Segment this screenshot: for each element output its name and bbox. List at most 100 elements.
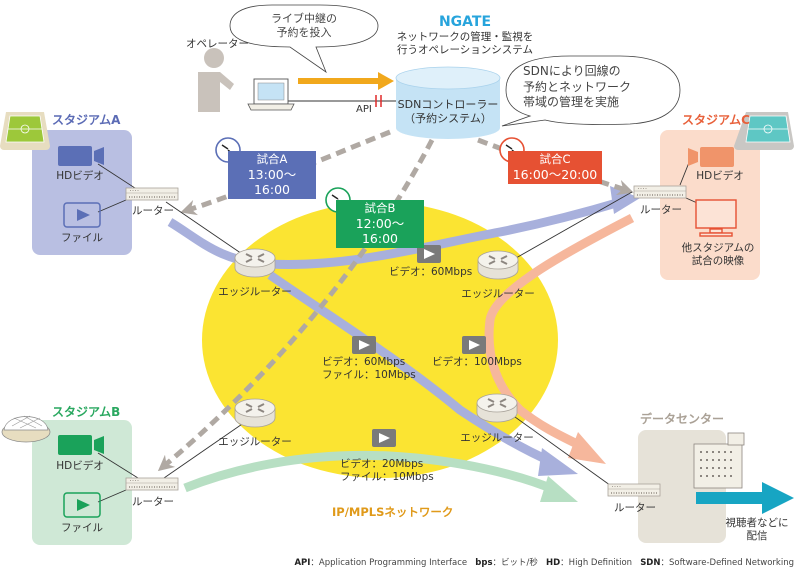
bubble-line: 帯域の管理を実施: [523, 95, 620, 110]
delivery-arrow: [696, 482, 794, 514]
edge-router-icon: [476, 393, 518, 423]
stadium-c-router-icon: [633, 185, 687, 199]
bubble-line: 予約を投入: [276, 26, 332, 40]
flow-a-to-dc-head: [538, 448, 578, 476]
stadium-c-router-label: ルーター: [640, 204, 682, 216]
monitor-line: 試合の映像: [691, 255, 745, 268]
glossary-abbr: API: [294, 558, 311, 568]
stadium-a-router-label: ルーター: [132, 205, 174, 217]
stadium-b-router-label: ルーター: [132, 496, 174, 508]
flow-a-to-dc-label: ビデオ：60Mbps ファイル：10Mbps: [322, 356, 416, 382]
flow-a-to-c-label: ビデオ：60Mbps: [389, 266, 473, 278]
api-marker: [375, 95, 382, 107]
stadium-a-file-icon: [63, 202, 101, 228]
datacenter-building-icon: [693, 432, 745, 489]
match-b-time: 12:00〜16:00: [355, 215, 405, 246]
flow-c-to-dc: [484, 214, 635, 452]
stadium-c-video-label: HDビデオ: [696, 170, 744, 182]
bubble-line: 予約とネットワーク: [523, 79, 632, 94]
datacenter-router-label: ルーター: [614, 502, 656, 514]
deliver-line: 配信: [746, 530, 768, 543]
datacenter-title: データセンター: [640, 412, 725, 426]
video-flow-icon: [352, 336, 376, 354]
ngate-title: NGATE: [438, 14, 492, 30]
stadium-c-field-icon: [734, 112, 794, 150]
flow-b-to-dc-head: [540, 476, 578, 502]
stadium-b-file-icon: [63, 492, 101, 518]
stadium-c-title: スタジアムC: [682, 113, 750, 127]
match-b-badge: 試合B 12:00〜16:00: [336, 200, 424, 248]
operator-input-arrow: [298, 72, 394, 90]
edge-router-icon: [477, 250, 519, 280]
stadium-c-camera-icon: [688, 147, 734, 167]
match-c-badge: 試合C 16:00〜20:00: [508, 151, 602, 184]
network-title: IP/MPLSネットワーク: [332, 505, 454, 519]
glossary-abbr: SDN: [640, 558, 661, 568]
api-label: API: [356, 104, 372, 115]
stadium-b-box: [32, 420, 132, 545]
stadium-b-title: スタジアムB: [52, 405, 121, 419]
stadium-a-router-icon: [125, 187, 179, 201]
edge-router-icon: [234, 398, 276, 428]
glossary-text: ：High Definition: [560, 558, 633, 568]
bubble-line: ライブ中継の: [271, 12, 337, 25]
controller-label: SDNコントローラー （予約システム）: [398, 98, 499, 126]
stadium-b-camera-icon: [58, 435, 104, 455]
bubble-line: SDNにより回線の: [523, 64, 621, 78]
reservation-arrow-b: [157, 138, 435, 472]
ip-mpls-network-area: [202, 202, 558, 478]
datacenter-router-icon: [607, 483, 661, 497]
flow-line: ファイル：10Mbps: [322, 369, 416, 382]
edge-router-label: エッジルーター: [461, 288, 535, 300]
match-a-name: 試合A: [256, 152, 288, 166]
deliver-label: 視聴者などに 配信: [726, 517, 789, 543]
stadium-a-field-icon: [0, 112, 50, 150]
video-flow-icon: [462, 336, 486, 354]
video-flow-icon: [372, 429, 396, 447]
stadium-a-video-label: HDビデオ: [56, 170, 104, 182]
ngate-desc-line: 行うオペレーションシステム: [397, 44, 533, 57]
glossary-abbr: HD: [546, 558, 561, 568]
glossary-text: ：ビット/秒: [492, 558, 538, 568]
stadium-b-video-label: HDビデオ: [56, 460, 104, 472]
flow-b-to-dc-label: ビデオ：20Mbps ファイル：10Mbps: [340, 458, 434, 484]
laptop-icon: [247, 78, 295, 111]
stadium-b-dome-icon: [1, 415, 51, 443]
match-b-name: 試合B: [364, 201, 396, 215]
flow-b-to-dc: [183, 450, 557, 495]
glossary-text: ：Software-Defined Networking: [660, 558, 794, 568]
flow-a-to-c: [167, 197, 622, 269]
match-c-name: 試合C: [539, 152, 571, 166]
glossary-text: ：Application Programming Interface: [310, 558, 468, 568]
stadium-a-title: スタジアムA: [52, 113, 121, 127]
operator-label: オペレーター: [186, 38, 249, 50]
match-a-badge: 試合A 13:00〜16:00: [228, 151, 316, 199]
flow-line: ビデオ：20Mbps: [340, 458, 424, 470]
ngate-description: ネットワークの管理・監視を 行うオペレーションシステム: [397, 31, 534, 57]
edge-router-label: エッジルーター: [218, 436, 292, 448]
ngate-desc-line: ネットワークの管理・監視を: [396, 31, 534, 43]
sdn-controller-cylinder: [395, 66, 501, 139]
edge-router-label: エッジルーター: [218, 286, 292, 298]
deliver-line: 視聴者などに: [725, 517, 789, 529]
edge-router-label: エッジルーター: [460, 432, 534, 444]
operator-bubble-text: ライブ中継の 予約を投入: [271, 12, 337, 41]
stadium-c-monitor-icon: [695, 199, 737, 237]
monitor-line: 他スタジアムの: [681, 242, 755, 254]
stadium-a-box: [32, 130, 132, 255]
operator-person-icon: [198, 48, 234, 112]
edge-router-icon: [234, 248, 276, 278]
operator-bubble: [229, 4, 379, 74]
stadium-b-file-label: ファイル: [61, 522, 103, 534]
match-c-time: 16:00〜20:00: [512, 166, 598, 182]
flow-c-to-dc-label: ビデオ：100Mbps: [432, 356, 522, 368]
flow-line: ビデオ：60Mbps: [322, 356, 406, 368]
stadium-b-router-icon: [125, 477, 179, 491]
glossary-abbr: bps: [475, 558, 493, 568]
glossary-footer: API：Application Programming Interface bp…: [294, 556, 794, 568]
controller-line: SDNコントローラー: [397, 98, 499, 111]
sdn-bubble-text: SDNにより回線の 予約とネットワーク 帯域の管理を実施: [523, 64, 631, 111]
sdn-bubble: [501, 55, 681, 127]
stadium-c-monitor-label: 他スタジアムの 試合の映像: [682, 242, 755, 268]
